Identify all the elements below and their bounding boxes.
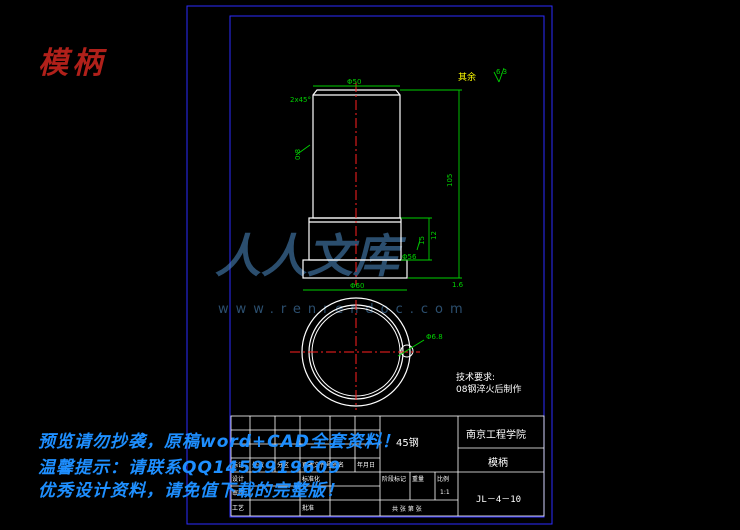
tb-row-sign: 签名 xyxy=(332,461,344,469)
watermark-text: 人人文库 xyxy=(215,229,407,283)
outer-frame xyxy=(186,5,553,525)
tb-school: 南京工程学院 xyxy=(466,428,526,441)
warning-line-1: 预览请勿抄袭，原稿word+CAD全套资料！ xyxy=(38,432,400,452)
dim-hole: Φ6.8 xyxy=(426,333,443,341)
dim-top-dia: Φ50 xyxy=(347,78,361,86)
tb-sheets: 共 张 第 张 xyxy=(392,505,422,513)
inner-frame xyxy=(229,15,545,518)
tb-drawing-no: JL－4－10 xyxy=(476,495,521,505)
tb-role-review: 审核 xyxy=(232,489,244,497)
tb-ratio: 比例 xyxy=(437,475,449,483)
dimension-text: Φ50 2x45° 105 15 Φ56 Φ60 12 1.6 0.8 6.3 … xyxy=(290,68,507,341)
base-plate xyxy=(302,259,408,279)
tb-part-name: 模柄 xyxy=(488,456,508,469)
dim-small-h: 12 xyxy=(430,231,438,240)
dim-roughness-top: 6.3 xyxy=(496,68,507,76)
title-block xyxy=(230,415,545,517)
warning-line-2: 温馨提示：请联系QQ1459919609 xyxy=(38,458,342,478)
tb-stage: 阶段标记 xyxy=(382,475,406,483)
dim-height: 105 xyxy=(446,174,454,187)
watermark: 人人文库 www.renrendoc.com xyxy=(215,229,470,317)
dim-base-dia: Φ60 xyxy=(350,282,364,290)
tb-row-zone: 分区 xyxy=(277,461,289,469)
tb-role-craft: 工艺 xyxy=(232,504,244,512)
tb-row-date: 年月日 xyxy=(357,461,375,469)
dimension-lines xyxy=(295,67,505,291)
tb-row-mark: 标记 xyxy=(232,461,244,469)
dim-flange-h: 15 xyxy=(418,236,426,245)
roughness-rest-label: 其余 xyxy=(458,71,476,83)
top-view xyxy=(290,297,425,410)
tb-row-count: 处数 xyxy=(252,461,264,469)
tb-approve: 批准 xyxy=(302,504,314,512)
watermark-url: www.renrendoc.com xyxy=(218,302,470,317)
tech-notes-line: 08钢淬火后制作 xyxy=(456,383,521,395)
dim-flange-dia: Φ56 xyxy=(402,253,417,261)
warning-line-3: 优秀设计资料，请免值下载的完整版！ xyxy=(38,481,344,501)
tb-weight: 重量 xyxy=(412,475,424,483)
tb-role-design: 设计 xyxy=(232,475,244,483)
title-block-text: 标记 处数 分区 更改文件号 签名 年月日 设计 审核 工艺 标准化 批准 阶段… xyxy=(232,461,450,513)
dim-bottom: 1.6 xyxy=(452,281,464,289)
dim-roughness-side: 0.8 xyxy=(294,149,302,160)
tech-notes-heading: 技术要求: xyxy=(456,371,495,383)
tb-scale: 1:1 xyxy=(440,489,450,496)
dim-chamfer: 2x45° xyxy=(290,96,311,104)
tb-material: 45钢 xyxy=(396,436,419,449)
page-title: 模柄 xyxy=(38,46,106,81)
tb-std: 标准化 xyxy=(302,475,320,483)
tb-row-change: 更改文件号 xyxy=(302,461,332,469)
